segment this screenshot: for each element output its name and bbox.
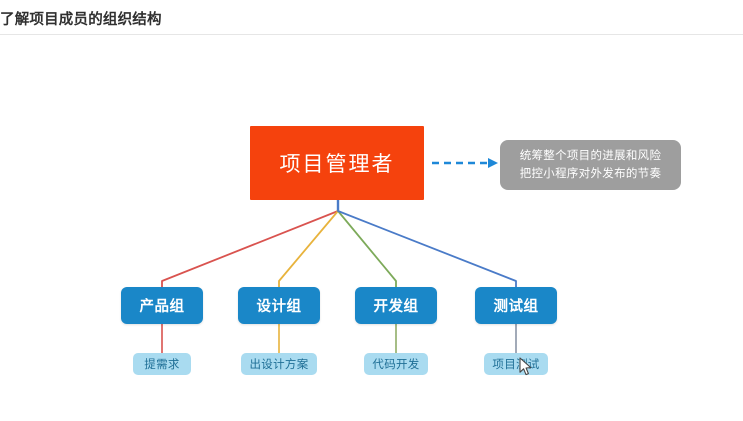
branch-line-2	[337, 210, 397, 288]
group-node-development[interactable]: 开发组	[355, 287, 437, 324]
group-node-label: 测试组	[493, 299, 539, 315]
leaf-node-label: 项目测试	[492, 359, 540, 371]
leaf-node-project-testing[interactable]: 项目测试	[484, 353, 548, 375]
group-node-label: 开发组	[373, 299, 419, 315]
group-node-product[interactable]: 产品组	[121, 287, 203, 324]
header-bar: 了解项目成员的组织结构	[0, 0, 743, 34]
leaf-node-label: 代码开发	[372, 359, 420, 371]
note-line-1: 统筹整个项目的进展和风险	[519, 150, 662, 162]
group-node-label: 产品组	[139, 299, 185, 315]
note-line-2: 把控小程序对外发布的节奏	[519, 168, 662, 180]
leaf-node-label: 出设计方案	[249, 359, 309, 371]
note-arrow-head	[488, 158, 498, 168]
root-node-project-manager[interactable]: 项目管理者	[250, 126, 424, 200]
leaf-node-code-development[interactable]: 代码开发	[364, 353, 428, 375]
group-node-design[interactable]: 设计组	[238, 287, 320, 324]
connector-lines	[161, 158, 517, 353]
page-title: 了解项目成员的组织结构	[0, 12, 162, 28]
group-node-label: 设计组	[256, 299, 302, 315]
leaf-node-design-proposal[interactable]: 出设计方案	[241, 353, 317, 375]
leaf-node-label: 提需求	[144, 359, 180, 371]
branch-line-3	[337, 210, 517, 288]
root-node-label: 项目管理者	[279, 153, 395, 176]
header-divider	[0, 34, 743, 35]
org-chart-canvas: 项目管理者 统筹整个项目的进展和风险 把控小程序对外发布的节奏 产品组 设计组 …	[0, 35, 743, 421]
group-node-testing[interactable]: 测试组	[475, 287, 557, 324]
branch-line-1	[278, 210, 339, 288]
root-note-callout: 统筹整个项目的进展和风险 把控小程序对外发布的节奏	[500, 140, 681, 190]
leaf-node-requirements[interactable]: 提需求	[133, 353, 191, 375]
branch-line-0	[161, 210, 339, 288]
